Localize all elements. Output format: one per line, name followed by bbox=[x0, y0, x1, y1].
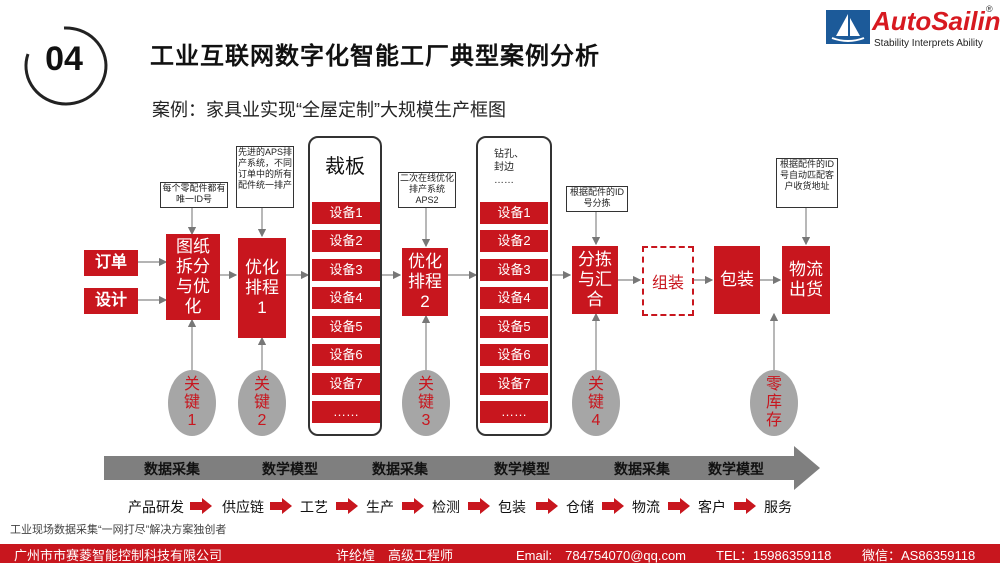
process-schedule-1: 优化排程1 bbox=[238, 238, 286, 338]
band-label: 数据采集 bbox=[144, 461, 200, 477]
sailboat-logo-icon bbox=[826, 10, 870, 44]
key-oval-2: 关键2 bbox=[238, 370, 286, 436]
footer-tel: TEL：15986359118 bbox=[716, 548, 832, 563]
process-schedule-2: 优化排程2 bbox=[402, 248, 448, 316]
input-order: 订单 bbox=[84, 250, 138, 276]
device-item: 设备4 bbox=[480, 287, 548, 309]
footer-wechat: 微信：AS86359118 bbox=[862, 548, 976, 563]
chain-step: 供应链 bbox=[222, 499, 264, 515]
panel-cutting-title: 裁板 bbox=[325, 156, 365, 178]
device-item: 设备3 bbox=[312, 259, 380, 281]
footer-bar bbox=[0, 544, 1000, 563]
device-item: 设备1 bbox=[312, 202, 380, 224]
note-address-match: 根据配件的ID号自动匹配客户收货地址 bbox=[776, 158, 838, 208]
device-item: 设备5 bbox=[312, 316, 380, 338]
chain-step: 生产 bbox=[366, 499, 394, 515]
data-band-arrow bbox=[104, 446, 820, 490]
device-item: 设备6 bbox=[480, 344, 548, 366]
process-sort-merge: 分拣与汇合 bbox=[572, 246, 618, 314]
chain-step: 工艺 bbox=[300, 499, 328, 515]
band-label: 数学模型 bbox=[262, 461, 318, 477]
device-item: 设备3 bbox=[480, 259, 548, 281]
key-oval-1: 关键1 bbox=[168, 370, 216, 436]
chain-step: 客户 bbox=[698, 499, 726, 515]
number-circle-ring bbox=[24, 26, 108, 106]
device-item: 设备5 bbox=[480, 316, 548, 338]
device-item: 设备1 bbox=[480, 202, 548, 224]
process-assemble: 组装 bbox=[642, 246, 694, 316]
section-number: 04 bbox=[45, 40, 83, 78]
device-item: 设备2 bbox=[312, 230, 380, 252]
device-item: …… bbox=[480, 401, 548, 423]
footer-person: 许纶煌 高级工程师 bbox=[336, 548, 454, 563]
note-aps2: 二次在线优化排产系统APS2 bbox=[398, 172, 456, 208]
chain-step: 物流 bbox=[632, 499, 660, 515]
band-label: 数学模型 bbox=[708, 461, 764, 477]
brand-tagline: Stability Interprets Ability bbox=[874, 38, 983, 49]
registered-mark: ® bbox=[986, 4, 993, 14]
chain-step: 包装 bbox=[498, 499, 526, 515]
input-design: 设计 bbox=[84, 288, 138, 314]
process-ship: 物流出货 bbox=[782, 246, 830, 314]
process-drawing-split: 图纸拆分与优化 bbox=[166, 234, 220, 320]
band-label: 数据采集 bbox=[614, 461, 670, 477]
note-aps: 先进的APS排产系统，不同订单中的所有配件统一排产 bbox=[236, 146, 294, 208]
device-item: 设备7 bbox=[312, 373, 380, 395]
band-label: 数学模型 bbox=[494, 461, 550, 477]
brand-logo-text: AutoSailin bbox=[872, 6, 1000, 36]
band-label: 数据采集 bbox=[372, 461, 428, 477]
panel-drilling-title: 钻孔、封边 …… bbox=[494, 149, 524, 186]
chain-step: 检测 bbox=[432, 499, 460, 515]
page-title: 工业互联网数字化智能工厂典型案例分析 bbox=[150, 43, 600, 70]
footer-email: Email: 784754070@qq.com bbox=[516, 548, 687, 563]
device-item: 设备7 bbox=[480, 373, 548, 395]
key-oval-3: 关键3 bbox=[402, 370, 450, 436]
device-item: …… bbox=[312, 401, 380, 423]
process-pack: 包装 bbox=[714, 246, 760, 314]
device-item: 设备4 bbox=[312, 287, 380, 309]
chain-arrows bbox=[190, 498, 756, 514]
note-sort-by-id: 根据配件的ID号分拣 bbox=[566, 186, 628, 212]
footer-company: 广州市市赛菱智能控制科技有限公司 bbox=[14, 548, 223, 563]
chain-step: 服务 bbox=[764, 499, 792, 515]
device-item: 设备2 bbox=[480, 230, 548, 252]
chain-step: 仓储 bbox=[566, 499, 594, 515]
key-oval-zero-inventory: 零库存 bbox=[750, 370, 798, 436]
footer-slogan: 工业现场数据采集“一网打尽”解决方案独创者 bbox=[10, 524, 227, 536]
note-unique-id: 每个零配件都有唯一ID号 bbox=[160, 182, 228, 208]
diagram-subtitle: 案例：家具业实现“全屋定制”大规模生产框图 bbox=[152, 100, 506, 120]
key-oval-4: 关键4 bbox=[572, 370, 620, 436]
chain-step: 产品研发 bbox=[128, 499, 184, 515]
device-item: 设备6 bbox=[312, 344, 380, 366]
